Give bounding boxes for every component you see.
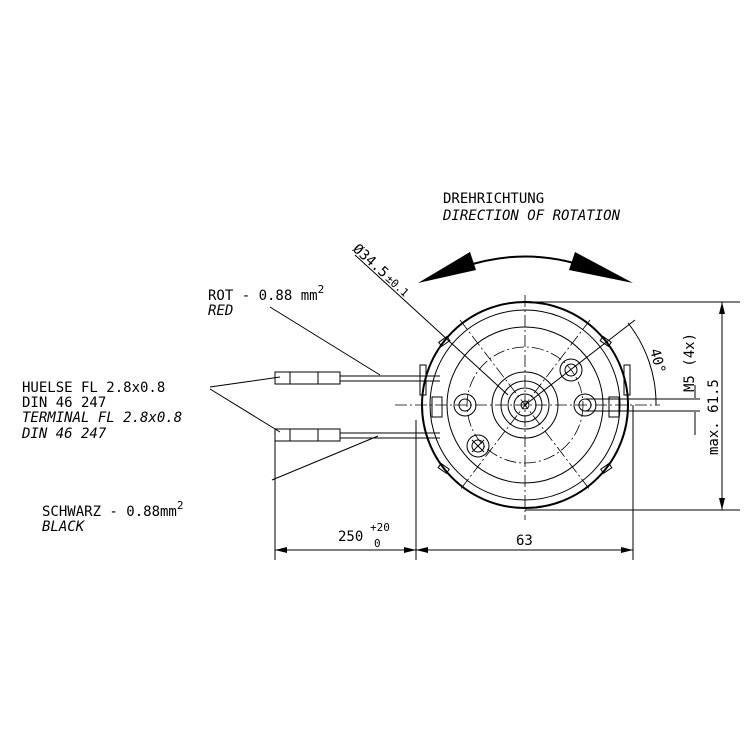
red-wire-label-en: RED: [208, 303, 233, 319]
mounting-hole: [559, 358, 583, 382]
height-dimension: max. 61.5: [706, 379, 722, 455]
wire-red: [274, 371, 440, 385]
rotation-label-en: DIRECTION OF ROTATION: [442, 208, 621, 224]
wire-length-tol-lower: 0: [374, 537, 381, 550]
terminal-label-4: DIN 46 247: [21, 426, 107, 442]
mounting-hole: [466, 434, 490, 458]
wire-length-tol-upper: +20: [370, 521, 390, 534]
thread-dimension: M5 (4x): [682, 333, 698, 392]
rotation-label-de: DREHRICHTUNG: [443, 191, 544, 207]
diameter-label: Ø34.5±0.1: [349, 241, 412, 300]
terminal-label-3: TERMINAL FL 2.8x0.8: [22, 410, 182, 426]
angle-dimension: 40°: [646, 347, 668, 376]
rotation-arrow-icon: [418, 252, 633, 283]
black-wire-label-en: BLACK: [42, 519, 86, 535]
red-wire-label: ROT - 0.88 mm2: [208, 283, 324, 304]
terminal-label-1: HUELSE FL 2.8x0.8: [22, 380, 165, 396]
width-dimension: 63: [516, 533, 533, 549]
black-wire-label: SCHWARZ - 0.88mm2: [42, 499, 183, 520]
wire-black: [274, 428, 440, 442]
mounting-hole: [453, 393, 477, 417]
diameter-leader: [354, 254, 509, 396]
terminal-label-2: DIN 46 247: [22, 395, 106, 411]
motor-front-view: [395, 295, 660, 520]
wire-length-dimension: 250: [338, 529, 363, 545]
